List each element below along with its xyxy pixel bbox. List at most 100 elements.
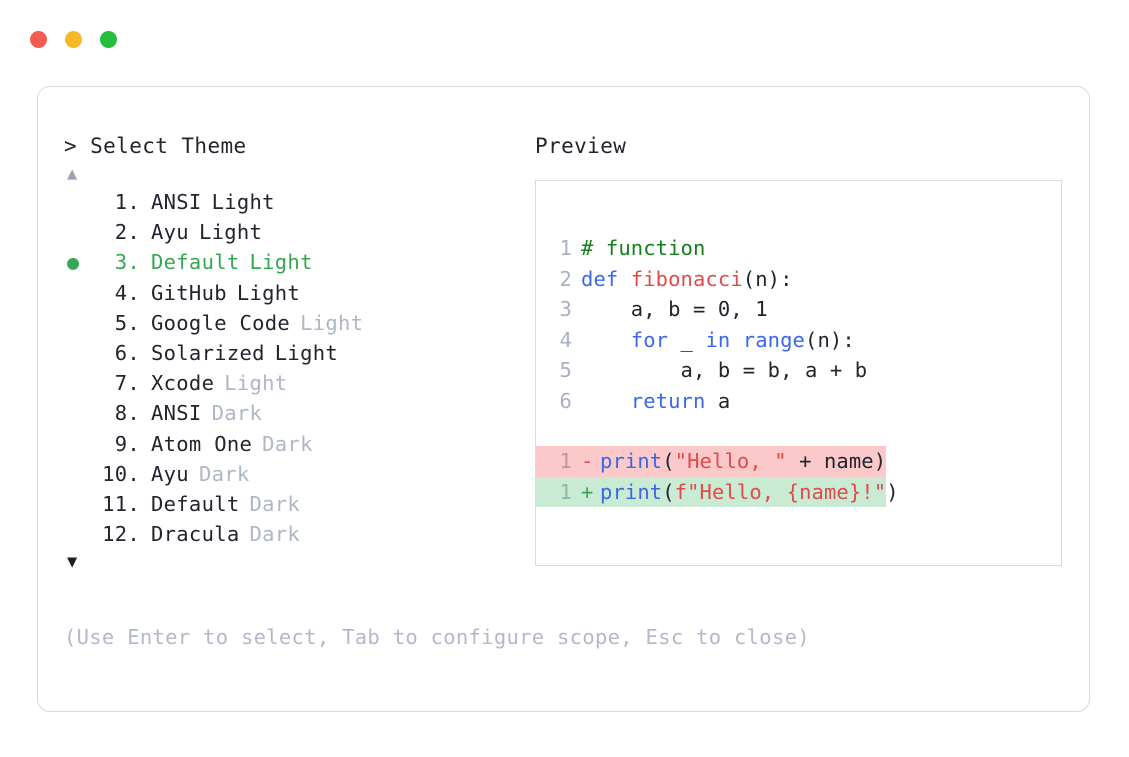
code-token: fibonacci [630,266,743,291]
code-token: (n): [805,327,855,352]
theme-item-name: Default [151,250,240,275]
scroll-up-icon[interactable]: ▲ [67,164,78,184]
theme-list-item[interactable]: 12. Dracula Dark [64,519,534,549]
theme-item-variant: Dark [211,401,263,426]
theme-item-variant: Light [249,250,313,275]
zoom-window-button[interactable] [100,31,117,48]
theme-item-number: 5. [102,310,140,335]
select-theme-prompt: > Select Theme [64,134,247,158]
theme-item-name: ANSI [151,401,202,426]
minimize-window-button[interactable] [65,31,82,48]
diff-line-add: 1+print(f"Hello, {name}!") [536,476,1061,507]
code-token: print [600,449,663,473]
window-controls [30,31,117,48]
code-line-text: for _ in range(n): [572,325,855,356]
theme-list-item[interactable]: 6. Solarized Light [64,338,534,368]
code-token: print [600,479,663,504]
theme-item-variant: Light [236,280,301,305]
theme-item-variant: Dark [198,461,250,486]
code-line: 3 a, b = 0, 1 [536,294,1061,325]
theme-item-variant: Dark [262,431,313,456]
code-line-number: 4 [559,327,572,352]
diff-line-text: print("Hello, " + name) [600,446,887,477]
code-line-number: 1 [559,236,572,260]
code-token: return [630,388,706,413]
theme-list-item[interactable]: 4. GitHub Light [64,278,534,308]
code-token: f"Hello, {name}!" [674,479,887,504]
code-line-text: def fibonacci(n): [572,264,793,295]
code-line-text: # function [572,233,705,264]
theme-item-number: 7. [102,371,140,396]
theme-item-number: 6. [102,340,140,365]
diff-marker-icon: + [572,476,600,507]
theme-item-name: Dracula [151,522,240,547]
code-line-number: 3 [559,297,572,321]
theme-item-variant: Light [224,371,288,396]
code-token [730,328,742,352]
theme-item-name: Atom One [151,431,253,456]
close-window-button[interactable] [30,31,47,48]
code-token: in [705,327,731,352]
theme-item-name: Ayu [151,220,189,245]
theme-item-name: Google Code [151,310,291,335]
theme-item-number: 8. [102,401,140,426]
code-token: # function [581,236,706,260]
theme-item-name: Ayu [151,461,189,486]
theme-item-name: GitHub [151,280,227,305]
code-line-number: 2 [559,266,572,291]
code-token: a [705,388,731,413]
theme-list-item[interactable]: 5. Google Code Light [64,308,534,338]
theme-list-item[interactable]: 9. Atom One Dark [64,429,534,459]
code-line: 4 for _ in range(n): [536,325,1061,356]
theme-item-name: Xcode [151,371,215,396]
code-token: a, b = 0, 1 [581,297,768,321]
theme-item-variant: Light [274,340,338,365]
code-spacer [536,416,1061,446]
code-line: 6 return a [536,386,1061,417]
theme-item-number: 11. [102,491,140,516]
code-line-text: a, b = 0, 1 [572,294,768,325]
theme-item-variant: Dark [249,522,301,547]
theme-item-number: 12. [102,522,140,547]
theme-list-item[interactable]: 1. ANSI Light [64,187,534,217]
code-token: (n): [742,266,793,291]
theme-item-name: Default [151,491,240,516]
theme-item-variant: Dark [249,491,301,516]
code-line-number: 6 [559,388,572,413]
theme-item-number: 9. [102,431,140,456]
theme-item-number: 3. [102,250,140,275]
theme-item-variant: Light [300,310,364,335]
diff-line-number: 1 [536,446,572,477]
diff-marker-icon: - [572,446,600,477]
code-line-text: a, b = b, a + b [572,355,868,386]
theme-item-number: 4. [102,280,140,305]
theme-list-item[interactable]: 8. ANSI Dark [64,398,534,428]
code-token [581,389,631,413]
theme-list-item[interactable]: 7. Xcode Light [64,368,534,398]
code-token [581,328,631,352]
theme-item-variant: Light [211,190,275,214]
code-token: ( [662,479,675,504]
theme-item-name: ANSI [151,190,202,214]
diff-sample: 1-print("Hello, " + name)1+print(f"Hello… [536,446,1061,507]
scroll-down-icon[interactable]: ▼ [67,552,78,573]
code-token: for [630,327,669,352]
theme-list-item[interactable]: 11. Default Dark [64,489,534,519]
diff-line-tail: ) [886,479,899,504]
theme-item-name: Solarized [151,340,265,365]
code-token: range [742,327,805,352]
code-token: "Hello, " [674,449,787,473]
code-token: _ [668,327,706,352]
diff-line-number: 1 [536,476,572,507]
theme-item-number: 1. [102,190,140,214]
